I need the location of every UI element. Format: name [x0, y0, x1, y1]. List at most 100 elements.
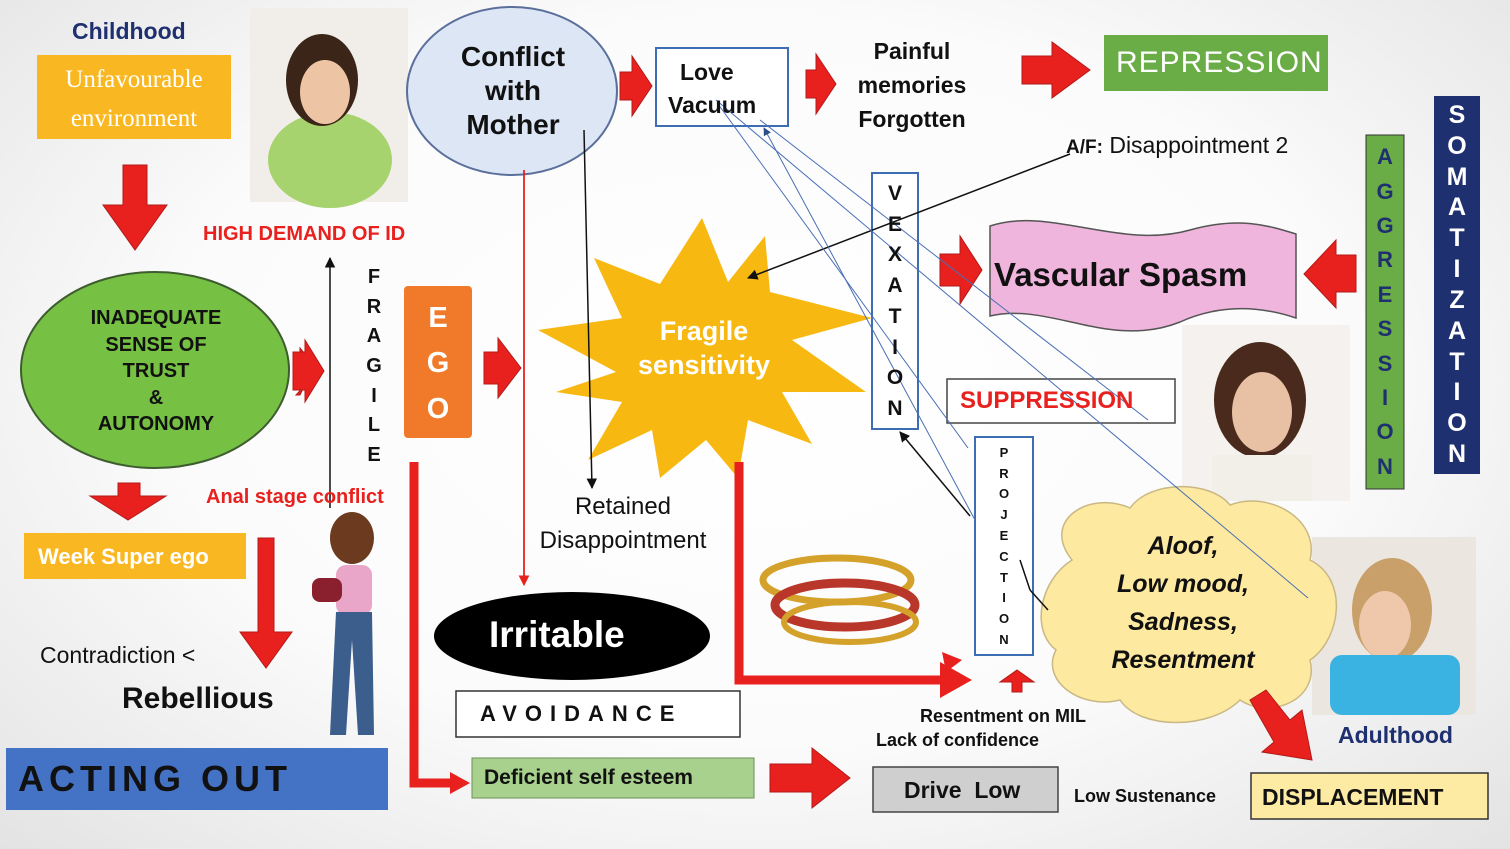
- vertical-letter: T: [888, 304, 902, 328]
- mood-cloud: [1040, 485, 1337, 724]
- cloud-label: Aloof, Low mood, Sadness, Resentment: [1078, 527, 1288, 679]
- vertical-letter: A: [1447, 316, 1467, 345]
- vertical-letter: M: [1446, 162, 1468, 191]
- painful-line-2: memories: [857, 72, 967, 98]
- vertical-letter: O: [1447, 131, 1467, 160]
- avoidance-box: [455, 690, 741, 738]
- vertical-letter: O: [426, 392, 450, 425]
- unfavourable-box: [37, 55, 231, 139]
- vertical-letter: Z: [1449, 285, 1465, 314]
- vertical-letter: V: [887, 181, 902, 205]
- vertical-letter: N: [1377, 453, 1393, 479]
- fs-line-2: sensitivity: [637, 350, 771, 380]
- vertical-letter: T: [1449, 224, 1465, 253]
- vertical-letter: F: [367, 265, 381, 288]
- lack-confidence-label: Lack of confidence: [876, 730, 1040, 750]
- vertical-letter: T: [1000, 569, 1008, 585]
- vertical-letter: I: [1381, 384, 1389, 410]
- af-label: A/F: Disappointment 2: [1066, 132, 1288, 159]
- fs-line-1: Fragile: [659, 316, 749, 346]
- vertical-letter: E: [887, 212, 902, 236]
- inadequate-line-4: &: [148, 386, 164, 409]
- conflict-line-1: Conflict: [460, 41, 566, 72]
- resentment-mil-label: Resentment on MIL: [920, 706, 1087, 726]
- rebellious-label: Rebellious: [122, 682, 274, 715]
- childhood-label: Childhood: [72, 18, 186, 44]
- vertical-letter: J: [1000, 507, 1008, 523]
- aggression-box: [1365, 134, 1405, 490]
- cloud-line-3: Sadness,: [1128, 608, 1238, 636]
- vertical-letter: R: [999, 465, 1009, 481]
- vertical-letter: E: [367, 444, 381, 467]
- inadequate-line-3: TRUST: [122, 360, 190, 382]
- arrow-vexation-spasm: [939, 234, 983, 306]
- repression-label: REPRESSION: [1116, 46, 1323, 79]
- inadequate-ellipse: [20, 271, 290, 469]
- vertical-letter: I: [371, 384, 377, 407]
- painful-line-3: Forgotten: [858, 106, 966, 132]
- suppression-label: SUPPRESSION: [960, 387, 1134, 414]
- vertical-letter: I: [1453, 255, 1461, 284]
- low-sustenance-label: Low Sustenance: [1074, 786, 1217, 806]
- girl-crying-photo: [250, 8, 408, 208]
- conflict-ellipse: [406, 6, 618, 176]
- retained-label: Retained Disappointment: [528, 490, 718, 558]
- vertical-letter: R: [366, 295, 382, 318]
- vertical-letter: G: [426, 347, 450, 380]
- displacement-label: DISPLACEMENT: [1262, 784, 1444, 810]
- week-super-ego-box: [24, 533, 246, 579]
- conflict-line-2: with: [485, 75, 541, 106]
- irritable-ellipse: [434, 592, 710, 680]
- retained-line-1: Retained: [574, 493, 672, 520]
- retained-line-2: Disappointment: [539, 527, 707, 554]
- love-vacuum-box: [655, 47, 789, 127]
- projection-box: [974, 436, 1034, 656]
- vertical-letter: O: [886, 366, 904, 390]
- ego-box: [404, 286, 472, 438]
- vertical-letter: L: [367, 414, 381, 437]
- vertical-letter: A: [366, 325, 382, 348]
- arrow-painful-repression: [1021, 41, 1091, 99]
- arrow-deficient-drive: [769, 746, 851, 810]
- acting-out-box: [6, 748, 388, 810]
- painful-memories-label: Painful memories Forgotten: [842, 34, 982, 136]
- vertical-letter: T: [1449, 347, 1465, 376]
- somatization-box: [1434, 96, 1480, 474]
- contradiction-label: Contradiction <: [40, 642, 196, 668]
- cloud-line-4: Resentment: [1111, 646, 1255, 674]
- arrow-fragile-deficient: [409, 462, 460, 788]
- woman-headache-photo: [1182, 325, 1350, 501]
- vertical-letter: N: [1447, 440, 1467, 469]
- fragile-sensitivity-label: Fragile sensitivity: [612, 314, 796, 382]
- arrow-resentment-up: [998, 669, 1036, 693]
- vertical-letter: S: [1377, 316, 1393, 342]
- inadequate-label: INADEQUATE SENSE OF TRUST & AUTONOMY: [40, 305, 272, 438]
- vertical-letter: O: [998, 486, 1010, 502]
- love-vacuum-label: Love Vacuum: [668, 56, 756, 122]
- vertical-letter: S: [1377, 350, 1393, 376]
- vertical-letter: X: [887, 243, 902, 267]
- unfavourable-label: Unfavourable environment: [65, 66, 203, 132]
- arrow-star-projection: [734, 462, 950, 685]
- line-projection-love2: [717, 103, 969, 449]
- conflict-label: Conflict with Mother: [430, 40, 596, 142]
- woman-dancing-illustration: [312, 512, 374, 735]
- af-text: Disappointment 2: [1102, 132, 1289, 158]
- vertical-letter: E: [1377, 281, 1393, 307]
- conflict-line-3: Mother: [466, 109, 560, 140]
- irritable-label: Irritable: [489, 614, 625, 655]
- avoidance-label: AVOIDANCE: [480, 701, 683, 726]
- vertical-letter: I: [1453, 378, 1461, 407]
- drive-low-box: [872, 766, 1059, 813]
- deficient-label: Deficient self esteem: [484, 766, 693, 789]
- vertical-letter: G: [1376, 212, 1394, 238]
- deficient-box: [471, 757, 755, 799]
- cloud-line-1: Aloof,: [1147, 532, 1219, 560]
- vertical-letter: N: [999, 632, 1009, 648]
- vertical-letter: O: [1447, 409, 1467, 438]
- inadequate-line-1: INADEQUATE: [90, 307, 222, 329]
- arrow-love-painful: [805, 52, 837, 116]
